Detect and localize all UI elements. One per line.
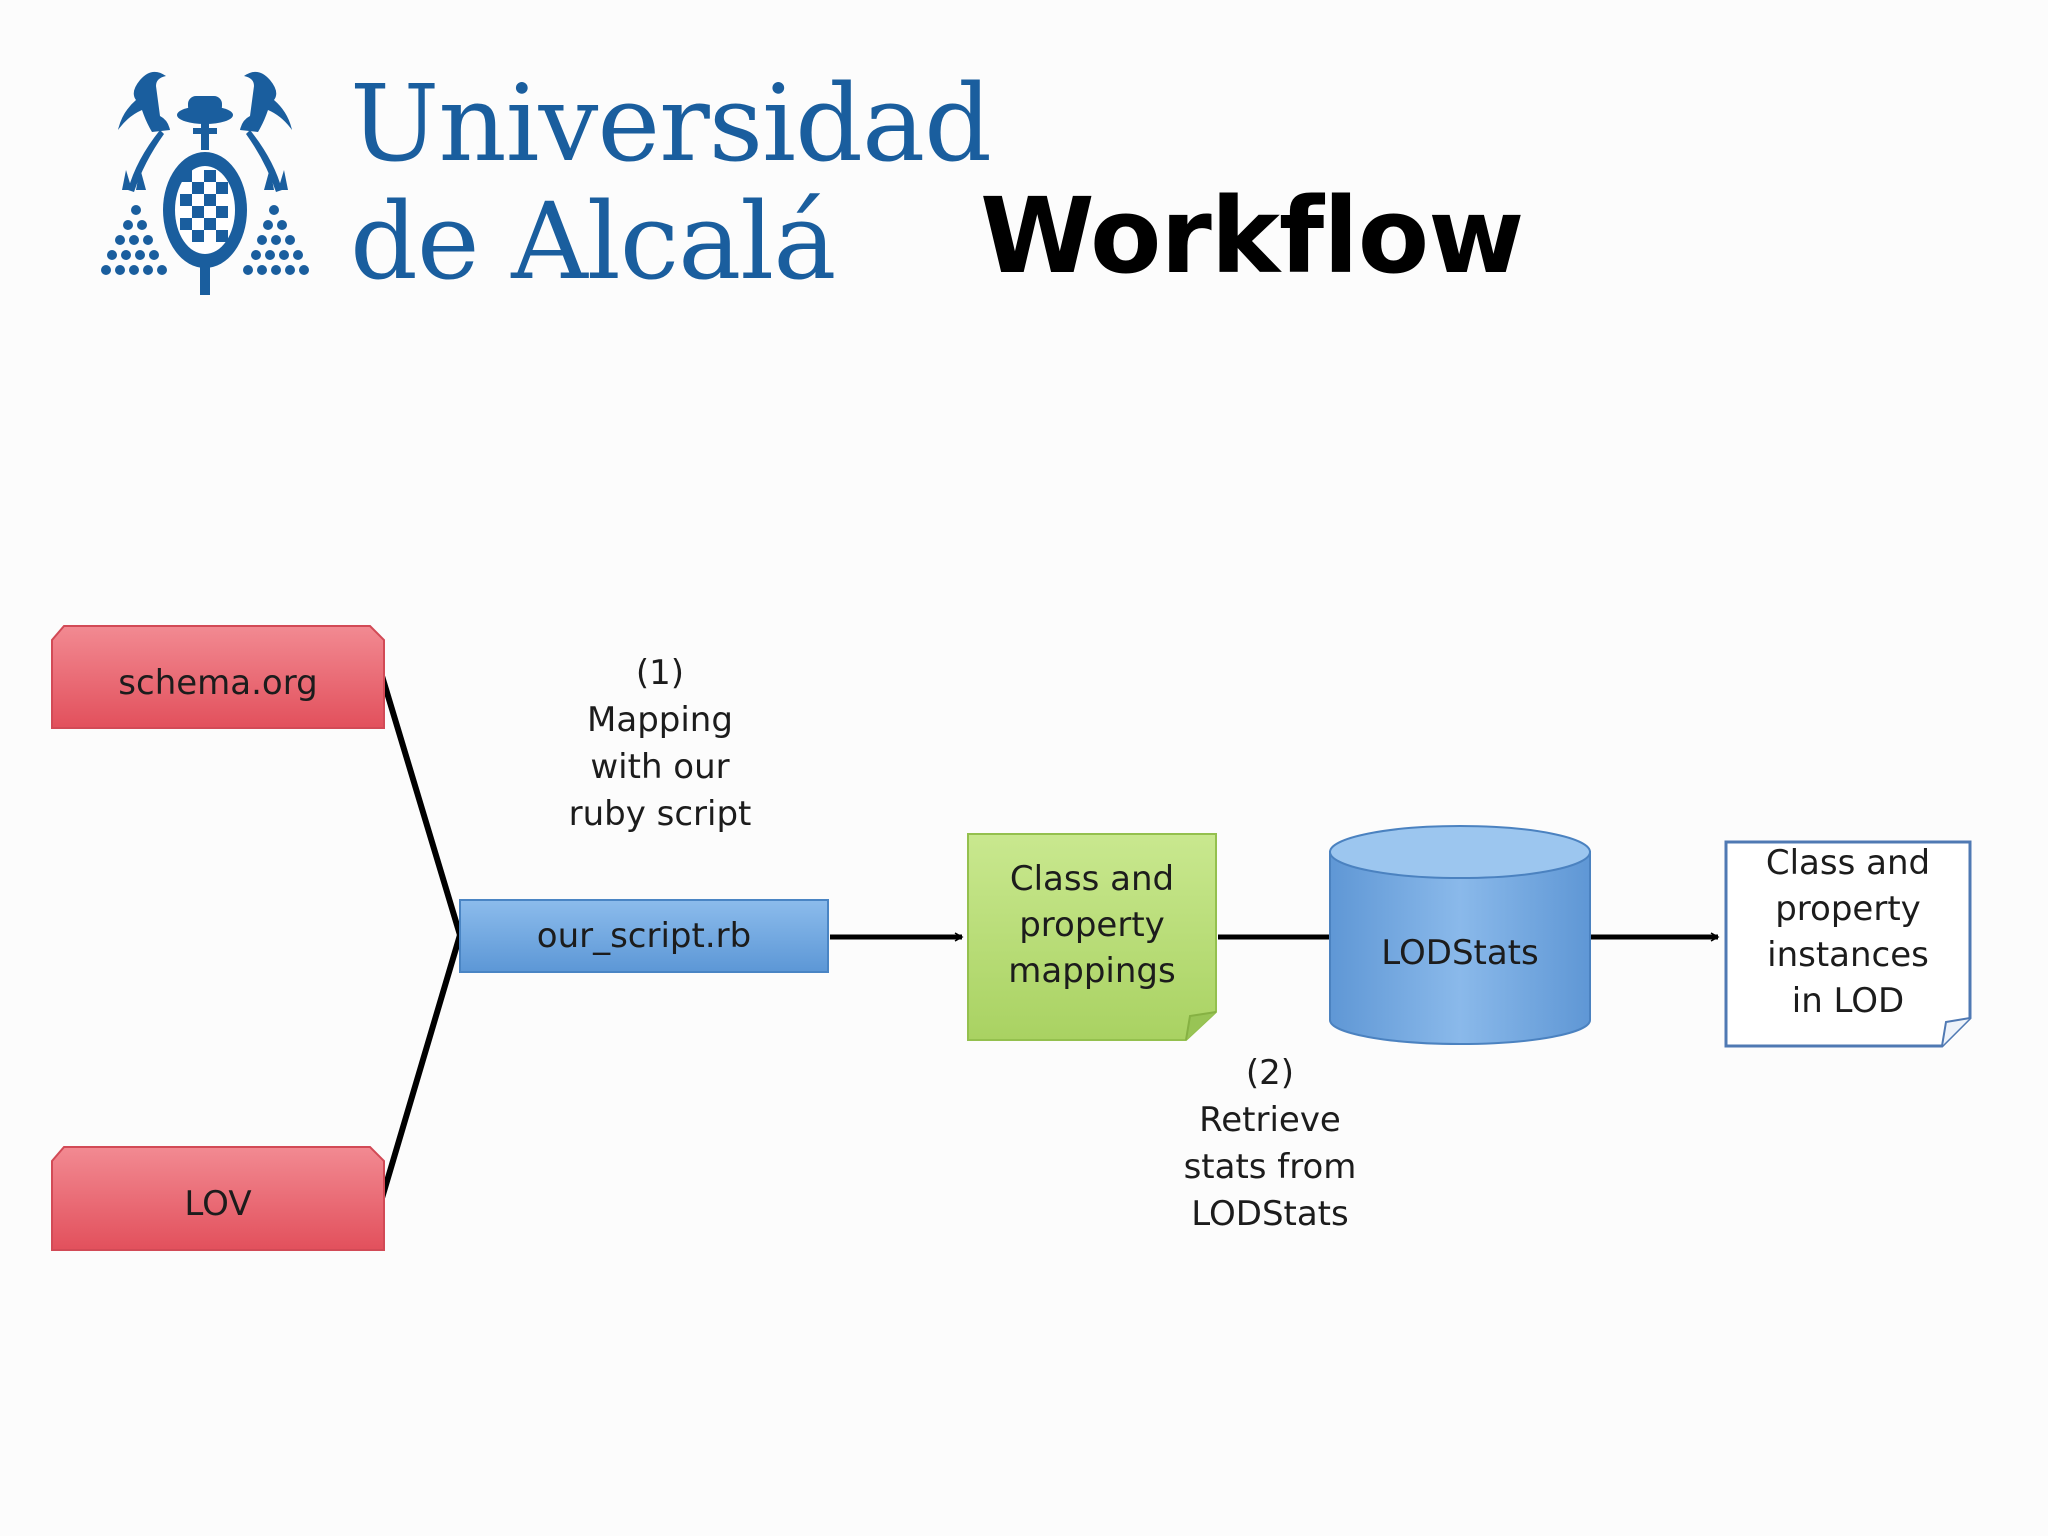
university-name-line2: de Alcalá bbox=[350, 180, 836, 303]
step1-annotation: (1) Mapping with our ruby script bbox=[568, 653, 752, 834]
connector-lov-to-script bbox=[379, 934, 463, 1199]
source-label-lov: LOV bbox=[184, 1184, 252, 1224]
university-name: Universidad de Alcalá bbox=[350, 62, 992, 303]
university-logo: Universidad de Alcalá bbox=[100, 60, 992, 310]
university-crest-icon bbox=[101, 71, 309, 295]
source-box-schema-org bbox=[51, 625, 385, 729]
mappings-label: Class and property mappings bbox=[1008, 859, 1176, 991]
page-title: Workflow bbox=[980, 175, 1524, 297]
university-name-line1: Universidad bbox=[350, 62, 992, 185]
step2-annotation: (2) Retrieve stats from LODStats bbox=[1183, 1053, 1357, 1234]
database-label: LODStats bbox=[1381, 933, 1539, 973]
script-label: our_script.rb bbox=[536, 916, 752, 956]
script-box bbox=[459, 899, 829, 973]
source-label-schema-org: schema.org bbox=[118, 663, 318, 703]
output-document bbox=[1724, 840, 1972, 1048]
output-label: Class and property instances in LOD bbox=[1765, 843, 1931, 1021]
source-box-lov bbox=[51, 1146, 385, 1251]
connector-schema-to-script bbox=[379, 675, 463, 936]
database-cylinder bbox=[1329, 825, 1591, 1045]
